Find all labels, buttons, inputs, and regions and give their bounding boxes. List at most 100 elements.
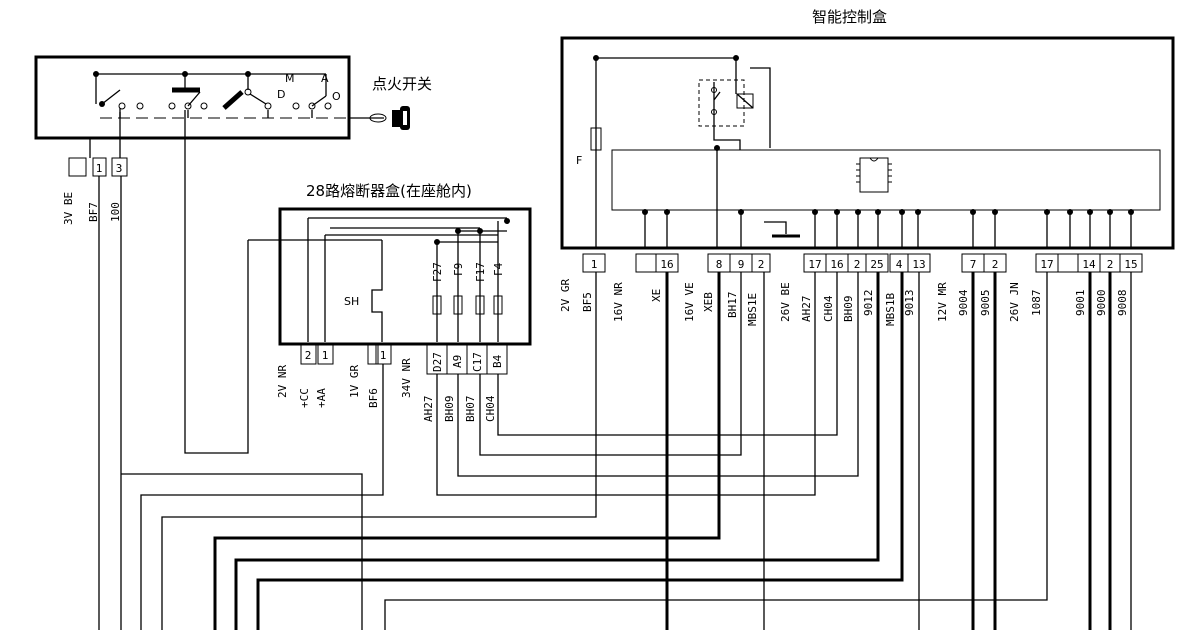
wire-100: 100 [109, 202, 122, 222]
cb-connector-26v-jn: 17 14 2 15 26V JN 1087 9001 9000 9008 [1008, 253, 1143, 322]
svg-text:D27: D27 [431, 352, 444, 372]
svg-text:BH09: BH09 [443, 396, 456, 423]
svg-text:B4: B4 [491, 354, 504, 368]
svg-text:XEB: XEB [702, 292, 715, 312]
fuse-connector-34v-nr: D27 A9 C17 B4 34V NR AH27 BH09 BH07 CH04 [400, 343, 508, 423]
svg-text:2V GR: 2V GR [559, 279, 572, 312]
cb-connector-16v-nr: 16 16V NR XE [612, 253, 679, 322]
switch-letter-o: O [332, 90, 341, 103]
svg-text:+AA: +AA [315, 388, 328, 408]
svg-text:1087: 1087 [1030, 290, 1043, 317]
svg-text:9004: 9004 [957, 289, 970, 316]
cb-connector-2v-gr: 1 2V GR BF5 [559, 253, 606, 312]
fuse-f4: F4 [492, 262, 505, 315]
svg-text:13: 13 [912, 258, 925, 271]
svg-text:17: 17 [1040, 258, 1053, 271]
cb-connector-16v-ve: 8 9 2 16V VE XEB BH17 MBS1E [683, 253, 771, 326]
svg-text:7: 7 [970, 258, 977, 271]
svg-text:2: 2 [758, 258, 765, 271]
svg-text:16: 16 [660, 258, 673, 271]
svg-text:9005: 9005 [979, 290, 992, 317]
fuse-f9: F9 [452, 263, 465, 315]
svg-text:12V MR: 12V MR [936, 282, 949, 322]
svg-text:BH09: BH09 [842, 296, 855, 323]
svg-text:14: 14 [1082, 258, 1096, 271]
relay-icon [698, 58, 771, 150]
svg-text:1V GR: 1V GR [348, 365, 361, 398]
fuse-box-frame [278, 207, 532, 346]
ground-icon [764, 221, 800, 238]
svg-text:17: 17 [808, 258, 821, 271]
svg-text:XE: XE [650, 289, 663, 302]
ignition-connector: 1 3 3V BE BF7 100 [62, 157, 128, 225]
svg-text:MBS1B: MBS1B [884, 293, 897, 326]
fuse-box-title: 28路熔断器盒(在座舱内) [306, 182, 472, 200]
svg-text:9013: 9013 [903, 290, 916, 317]
svg-text:CH04: CH04 [484, 395, 497, 422]
svg-text:15: 15 [1124, 258, 1137, 271]
svg-text:AH27: AH27 [800, 296, 813, 323]
fuse-connector-1v-gr: 1 1V GR BF6 [348, 343, 392, 408]
svg-text:A9: A9 [451, 355, 464, 368]
control-box: F [560, 36, 1175, 250]
control-box-title: 智能控制盒 [812, 8, 887, 26]
svg-text:1: 1 [322, 349, 329, 362]
svg-text:9000: 9000 [1095, 290, 1108, 317]
svg-text:C17: C17 [471, 352, 484, 372]
wire-bf7: BF7 [87, 202, 100, 222]
fuse-box: SH F27 F9 F17 F4 [248, 207, 532, 346]
svg-text:16: 16 [830, 258, 843, 271]
svg-text:F27: F27 [431, 262, 444, 282]
svg-text:9: 9 [738, 258, 745, 271]
svg-text:9012: 9012 [862, 290, 875, 317]
svg-text:25: 25 [870, 258, 883, 271]
svg-text:16V NR: 16V NR [612, 282, 625, 322]
svg-text:16V VE: 16V VE [683, 282, 696, 322]
ignition-pin-3: 3 [116, 162, 123, 175]
svg-text:26V BE: 26V BE [779, 282, 792, 322]
svg-text:2: 2 [992, 258, 999, 271]
ignition-switch: M A D O [34, 55, 351, 140]
key-icon [350, 106, 410, 130]
svg-text:CH04: CH04 [822, 295, 835, 322]
svg-text:1: 1 [380, 349, 387, 362]
switch-letter-d: D [277, 88, 285, 101]
svg-text:BH07: BH07 [464, 396, 477, 423]
svg-text:2: 2 [305, 349, 312, 362]
fuse-f27: F27 [431, 262, 444, 315]
svg-text:9001: 9001 [1074, 290, 1087, 317]
svg-text:1: 1 [591, 258, 598, 271]
control-fuse-label: F [576, 154, 582, 167]
svg-text:F9: F9 [452, 263, 465, 276]
svg-text:34V NR: 34V NR [400, 358, 413, 398]
svg-text:4: 4 [896, 258, 903, 271]
svg-text:F17: F17 [474, 262, 487, 282]
svg-text:2: 2 [1107, 258, 1114, 271]
svg-text:9008: 9008 [1116, 290, 1129, 317]
svg-text:2V NR: 2V NR [276, 365, 289, 398]
switch-letter-m: M [285, 72, 295, 85]
ignition-connector-name: 3V BE [62, 192, 75, 225]
switch-letter-a: A [321, 72, 329, 85]
shunt-label: SH [344, 295, 359, 308]
svg-text:BF6: BF6 [367, 388, 380, 408]
svg-text:AH27: AH27 [422, 396, 435, 423]
ignition-switch-title: 点火开关 [372, 75, 432, 93]
svg-text:2: 2 [854, 258, 861, 271]
svg-text:MBS1E: MBS1E [746, 293, 759, 326]
harness-wires [98, 110, 1132, 630]
svg-text:+CC: +CC [298, 388, 311, 408]
svg-text:BF5: BF5 [581, 292, 594, 312]
ignition-switch-frame [34, 55, 351, 140]
chip-icon [856, 157, 892, 193]
svg-text:F4: F4 [492, 262, 505, 276]
cb-connector-26v-be: 17 16 2 25 4 13 26V BE AH27 CH04 BH09 90… [779, 253, 931, 326]
svg-text:BH17: BH17 [726, 292, 739, 319]
control-fuse [590, 127, 602, 151]
svg-text:8: 8 [716, 258, 723, 271]
control-box-frame [560, 36, 1175, 250]
svg-text:26V JN: 26V JN [1008, 282, 1021, 322]
fuse-connector-2v-nr: 2 1 2V NR +CC +AA [276, 343, 334, 408]
cb-connector-12v-mr: 7 2 12V MR 9004 9005 [936, 253, 1007, 322]
